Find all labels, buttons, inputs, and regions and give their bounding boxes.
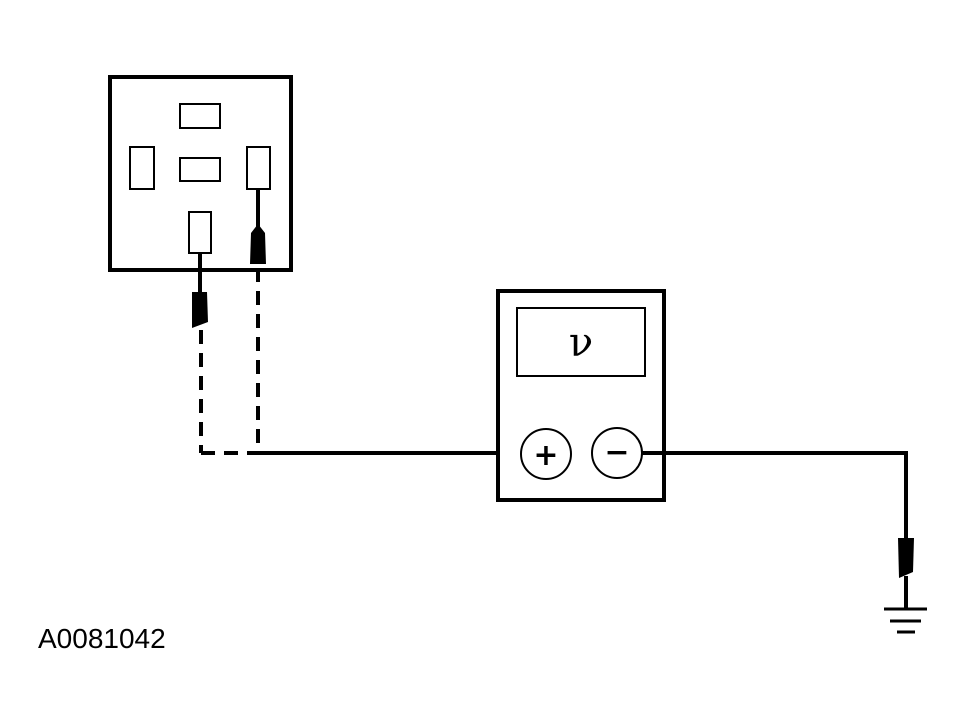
positive-terminal <box>520 428 572 480</box>
positive-terminal-sign: + <box>533 438 558 473</box>
negative-terminal-sign: − <box>604 435 629 470</box>
terminal-left <box>129 146 155 190</box>
probe-bottom-tip <box>192 292 208 328</box>
ground-symbol <box>884 607 927 634</box>
terminal-right <box>246 146 271 190</box>
probe-bottom-terminal <box>192 253 208 328</box>
voltmeter: ν + − <box>496 289 666 502</box>
probe-right-tip <box>250 233 266 264</box>
relay-connector <box>108 75 293 272</box>
terminal-center <box>179 157 221 182</box>
dashed-leads <box>199 268 260 455</box>
voltmeter-display <box>516 307 646 377</box>
lead-to-ground <box>642 451 908 540</box>
probe-right-terminal <box>250 189 266 264</box>
voltmeter-display-symbol: ν <box>569 320 593 366</box>
terminal-bottom <box>188 211 212 254</box>
terminal-top <box>179 103 221 129</box>
figure-id: A0081042 <box>38 623 166 654</box>
ground-clip <box>898 538 914 578</box>
probe-right-point <box>251 224 265 233</box>
